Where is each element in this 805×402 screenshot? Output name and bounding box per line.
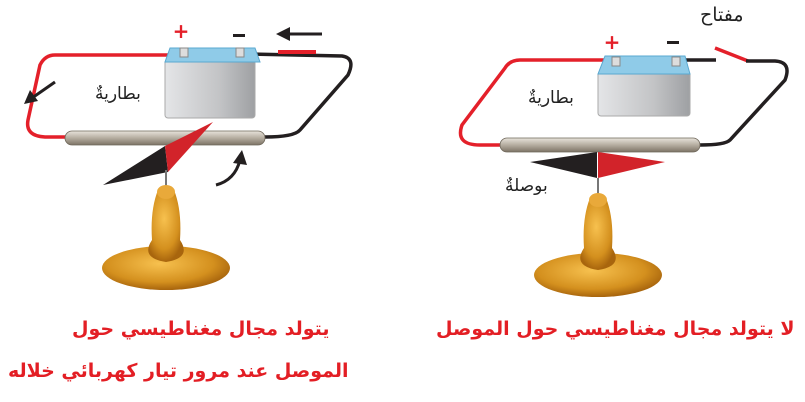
compass-needle — [530, 152, 665, 178]
compass-label: بوصلةٌ — [505, 176, 548, 196]
open-switch — [714, 46, 749, 63]
positive-wire — [25, 53, 185, 139]
left-circuit: + — [24, 19, 353, 290]
current-arrow-icon — [276, 27, 322, 41]
conductor-rod — [499, 137, 701, 153]
caption-line-2: الموصل عند مرور تيار كهربائي خلاله — [8, 360, 349, 382]
battery-label: بطاريةٌ — [528, 88, 574, 108]
svg-text:+: + — [604, 30, 621, 54]
conductor-rod — [64, 130, 266, 146]
switch-label: مفتاح — [700, 4, 744, 26]
caption-line-1: يتولد مجال مغناطيسي حول — [72, 318, 330, 340]
compass-needle-deflected — [103, 122, 213, 185]
positive-wire — [458, 58, 615, 147]
battery — [164, 47, 261, 119]
negative-wire — [699, 59, 789, 147]
svg-text:+: + — [173, 19, 190, 43]
battery — [597, 55, 691, 117]
current-arrow-icon — [24, 80, 56, 104]
compass-stand — [102, 185, 230, 290]
negative-wire — [244, 52, 353, 139]
right-circuit: + — [458, 30, 789, 297]
compass-stand — [534, 193, 662, 297]
battery-label: بطاريةٌ — [95, 84, 141, 104]
caption: لا يتولد مجال مغناطيسي حول الموصل — [436, 318, 795, 340]
deflection-arrow-icon — [215, 150, 247, 187]
